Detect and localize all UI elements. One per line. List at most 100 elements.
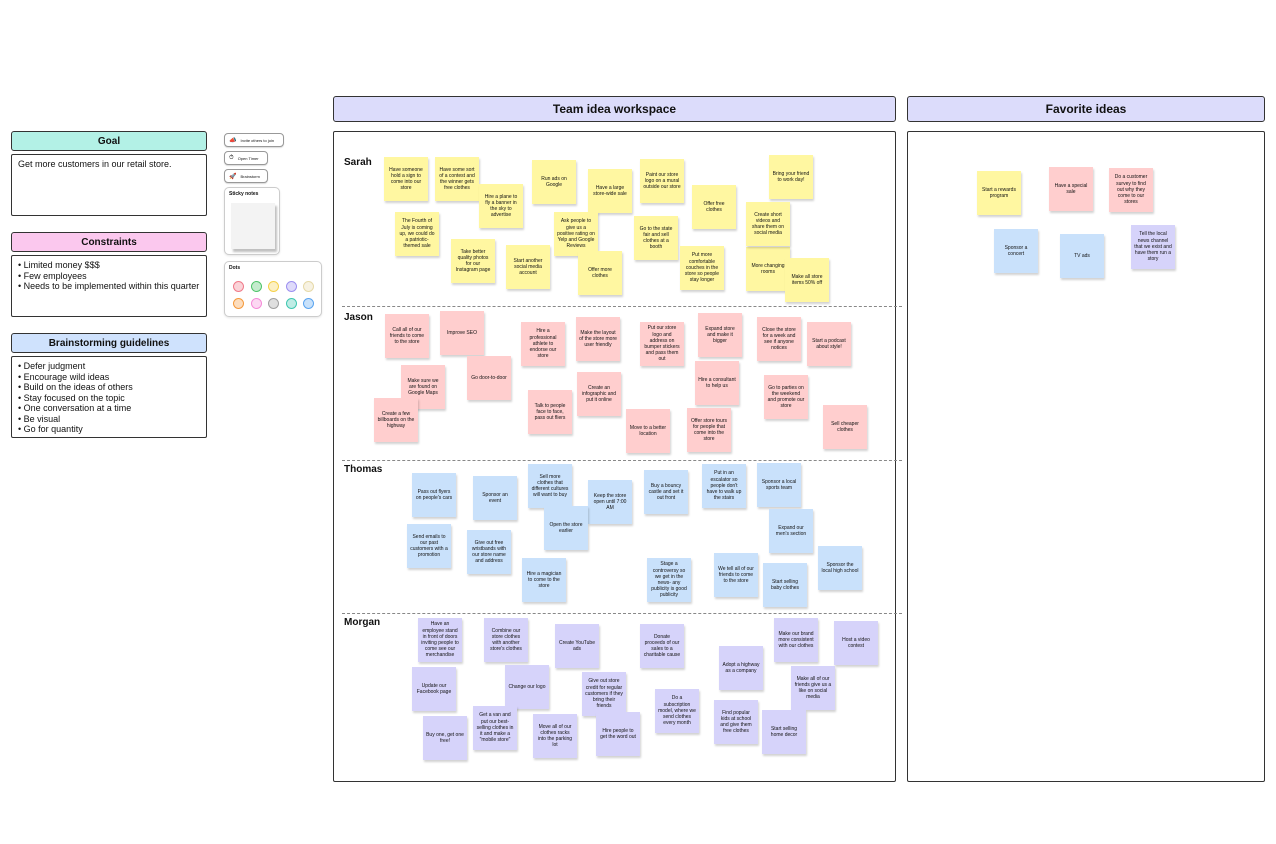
sticky-note-stack[interactable] [231,203,275,249]
sticky-note[interactable]: Call all of our friends to come to the s… [385,314,429,358]
sticky-note[interactable]: Change our logo [505,665,549,709]
sticky-note[interactable]: Adopt a highway as a company [719,646,763,690]
sticky-note[interactable]: Update our Facebook page [412,667,456,711]
sticky-note[interactable]: Open the store earlier [544,506,588,550]
sticky-note[interactable]: Go door-to-door [467,356,511,400]
dots-tray[interactable]: Dots [224,261,322,317]
sticky-note[interactable]: Have some sort of a contest and the winn… [435,157,479,201]
constraint-item: Limited money $$$ [18,260,200,271]
sticky-note[interactable]: Sell cheaper clothes [823,405,867,449]
sticky-note[interactable]: Put our store logo and address on bumper… [640,322,684,366]
sticky-note[interactable]: Go to the state fair and sell clothes at… [634,216,678,260]
guideline-item: Defer judgment [18,361,200,372]
sticky-note[interactable]: Close the store for a week and see if an… [757,317,801,361]
timer-icon: ⏱ [229,154,234,161]
sticky-note[interactable]: Ask people to give us a positive rating … [554,212,598,256]
favorite-sticky-note[interactable]: Sponsor a concert [994,229,1038,273]
dot-sticker[interactable] [285,281,297,292]
dot-sticker[interactable] [268,298,279,309]
sticky-note[interactable]: Create YouTube ads [555,624,599,668]
sticky-note[interactable]: Do a subscription model, where we send c… [655,689,699,733]
sticky-note[interactable]: Make all of our friends give us a like o… [791,666,835,710]
dot-sticker[interactable] [268,281,279,292]
sticky-note[interactable]: Start a podcast about style! [807,322,851,366]
sticky-note[interactable]: Put more comfortable couches in the stor… [680,246,724,290]
sticky-note[interactable]: Combine our store clothes with another s… [484,618,528,662]
sticky-note[interactable]: More changing rooms [746,247,790,291]
sticky-note[interactable]: Have a large store-wide sale [588,169,632,213]
sticky-note[interactable]: Paint our store logo on a mural outside … [640,159,684,203]
brainstorm-button[interactable]: 🚀 Brainstorm [224,169,268,183]
sticky-note[interactable]: Put in an escalator so people don't have… [702,464,746,508]
sticky-note[interactable]: Donate proceeds of our sales to a charit… [640,624,684,668]
sticky-note[interactable]: Start another social media account [506,245,550,289]
guidelines-body[interactable]: Defer judgment Encourage wild ideas Buil… [11,356,207,438]
sticky-note[interactable]: Start selling home decor [762,710,806,754]
constraints-body[interactable]: Limited money $$$ Few employees Needs to… [11,255,207,317]
sticky-note[interactable]: Have an employee stand in front of doors… [418,618,462,662]
dot-sticker[interactable] [233,281,244,292]
favorites-board[interactable]: Start a rewards program Have a special sa… [907,131,1265,782]
sticky-note[interactable]: Sell more clothes that different culture… [528,464,572,508]
sticky-note[interactable]: Expand our men's section [769,509,813,553]
dot-sticker[interactable] [250,298,262,309]
dot-sticker[interactable] [233,298,244,309]
dot-sticker[interactable] [303,298,314,309]
sticky-notes-tray[interactable]: Sticky notes [224,187,280,255]
dot-sticker[interactable] [285,298,297,309]
sticky-note[interactable]: Take better quality photos for our Insta… [451,239,495,283]
sticky-note[interactable]: Create short videos and share them on so… [746,202,790,246]
sticky-note[interactable]: Hire people to get the word out [596,712,640,756]
sticky-note[interactable]: Get a van and put our best-selling cloth… [473,706,517,750]
sticky-note[interactable]: Make all store items 50% off [785,258,829,302]
sticky-note[interactable]: Improve SEO [440,311,484,355]
sticky-note[interactable]: Move all of our clothes racks into the p… [533,714,577,758]
sticky-note[interactable]: Hire a plane to fly a banner in the sky … [479,184,523,228]
sticky-note[interactable]: Move to a better location [626,409,670,453]
sticky-note[interactable]: Run ads on Google [532,160,576,204]
timer-button[interactable]: ⏱ Open Timer [224,151,268,165]
sticky-note[interactable]: Make our brand more consistent with our … [774,618,818,662]
invite-button[interactable]: 📣 Invite others to join [224,133,284,147]
sticky-note[interactable]: Sponsor an event [473,476,517,520]
sticky-note[interactable]: We tell all of our friends to come to th… [714,553,758,597]
sticky-note[interactable]: Pass out flyers on people's cars [412,473,456,517]
sticky-note[interactable]: Give out free wristbands with our store … [467,530,511,574]
sticky-note[interactable]: Keep the store open until 7:00 AM [588,480,632,524]
sticky-note[interactable]: Create an infographic and put it online [577,372,621,416]
sticky-note[interactable]: Talk to people face to face, pass out fl… [528,390,572,434]
dot-sticker[interactable] [250,281,262,292]
favorite-sticky-note[interactable]: Start a rewards program [977,171,1021,215]
sticky-note[interactable]: Hire a magician to come to the store [522,558,566,602]
sticky-note[interactable]: Find popular kids at school and give the… [714,700,758,744]
sticky-note[interactable]: Hire a consultant to help us [695,361,739,405]
sticky-note[interactable]: Sponsor the local high school [818,546,862,590]
row-divider [342,613,902,614]
sticky-note[interactable]: Give out store credit for regular custom… [582,672,626,716]
sticky-note[interactable]: Make the layout of the store more user f… [576,317,620,361]
favorite-sticky-note[interactable]: Tell the local news channel that we exis… [1131,225,1175,269]
sticky-note[interactable]: Host a video contest [834,621,878,665]
sticky-note[interactable]: Offer free clothes [692,185,736,229]
goal-body[interactable]: Get more customers in our retail store. [11,154,207,216]
sticky-note[interactable]: Offer more clothes [578,251,622,295]
favorite-sticky-note[interactable]: TV ads [1060,234,1104,278]
sticky-note[interactable]: Buy a bouncy castle and set it out front [644,470,688,514]
dot-sticker[interactable] [303,281,314,292]
sticky-note[interactable]: Sponsor a local sports team [757,463,801,507]
sticky-note[interactable]: Go to parties on the weekend and promote… [764,375,808,419]
sticky-note[interactable]: Bring your friend to work day! [769,155,813,199]
sticky-note[interactable]: Hire a professional athlete to endorse o… [521,322,565,366]
sticky-note[interactable]: Send emails to our past customers with a… [407,524,451,568]
sticky-note[interactable]: Start selling baby clothes [763,563,807,607]
sticky-note[interactable]: The Fourth of July is coming up, we coul… [395,212,439,256]
favorite-sticky-note[interactable]: Have a special sale [1049,167,1093,211]
sticky-note[interactable]: Buy one, get one free! [423,716,467,760]
favorite-sticky-note[interactable]: Do a customer survey to find out why the… [1109,168,1153,212]
sticky-note[interactable]: Create a few billboards on the highway [374,398,418,442]
sticky-note[interactable]: Stage a controversy so we get in the new… [647,558,691,602]
sticky-note[interactable]: Have someone hold a sign to come into ou… [384,157,428,201]
sticky-note[interactable]: Expand store and make it bigger [698,313,742,357]
sticky-note[interactable]: Offer store tours for people that come i… [687,408,731,452]
